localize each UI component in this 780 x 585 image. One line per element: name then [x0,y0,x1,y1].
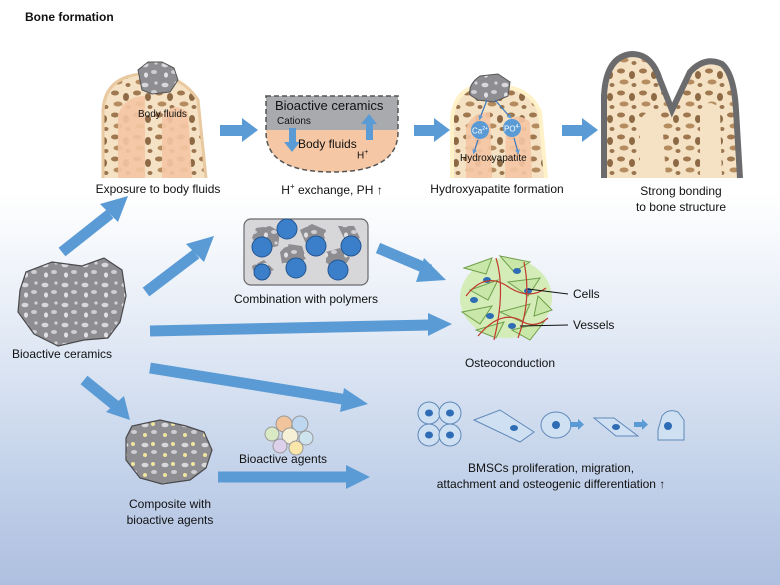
step2-cations-label: Cations [277,116,311,127]
page-title: Bone formation [25,10,114,24]
polymers-label: Combination with polymers [233,292,379,306]
step3-bone-icon [450,73,548,179]
step4-caption-line1: Strong bonding [640,184,722,198]
polymer-composite-icon [243,218,369,286]
cells-label: Cells [573,287,600,301]
step2-ceramics-label: Bioactive ceramics [275,98,384,113]
arrow-composite-to-bmsc [218,465,370,489]
arrow-ceramic-to-composite [80,375,130,420]
arrow-step2-to-step3 [414,118,450,142]
vessels-label: Vessels [573,318,615,332]
phosphate-ion-label: PO4- [504,124,521,134]
step3-caption: Hydroxyapatite formation [430,182,564,196]
arrow-step1-to-step2 [220,118,258,142]
step2-h-label: H+ [357,149,369,162]
bioactive-agents-icon [264,415,314,456]
arrow-step3-to-step4 [562,118,598,142]
arrow-ceramic-to-polymers [142,236,214,297]
composite-label-line2: bioactive agents [126,513,214,527]
bmsc-label-line1: BMSCs proliferation, migration, [467,461,635,475]
bioactive-ceramics-label: Bioactive ceramics [12,347,113,361]
osteoconduction-label: Osteoconduction [464,356,556,370]
bioactive-agents-label: Bioactive agents [239,452,328,466]
step1-caption: Exposure to body fluids [95,182,221,196]
bmsc-label-line2: attachment and osteogenic differentiatio… [436,477,666,491]
bioactive-ceramics-icon [17,257,127,347]
step4-caption-line2: to bone structure [635,200,727,214]
step2-caption: H+ exchange, PH ↑ [281,182,383,197]
calcium-ion-label: Ca2+ [472,126,488,136]
hydroxyapatite-label: Hydroxyapatite [460,153,527,164]
step4-bone-icon [601,50,743,179]
composite-label-line1: Composite with [128,497,212,511]
arrow-ceramic-to-exposure [58,196,128,257]
osteoconduction-scaffold-icon [460,255,569,341]
bmsc-cells-icon [417,401,685,447]
arrow-ceramic-to-osteoconduction [149,313,452,337]
step1-ceramic-particle [137,61,179,95]
arrow-polymers-to-osteoconduction [375,242,446,282]
arrow-ceramic-to-bmsc [149,362,368,412]
step2-body-fluids-label: Body fluids [298,137,357,151]
step1-body-fluids-label: Body fluids [138,109,187,120]
step2-exchange-icon [265,95,399,173]
composite-agents-icon [125,419,213,485]
